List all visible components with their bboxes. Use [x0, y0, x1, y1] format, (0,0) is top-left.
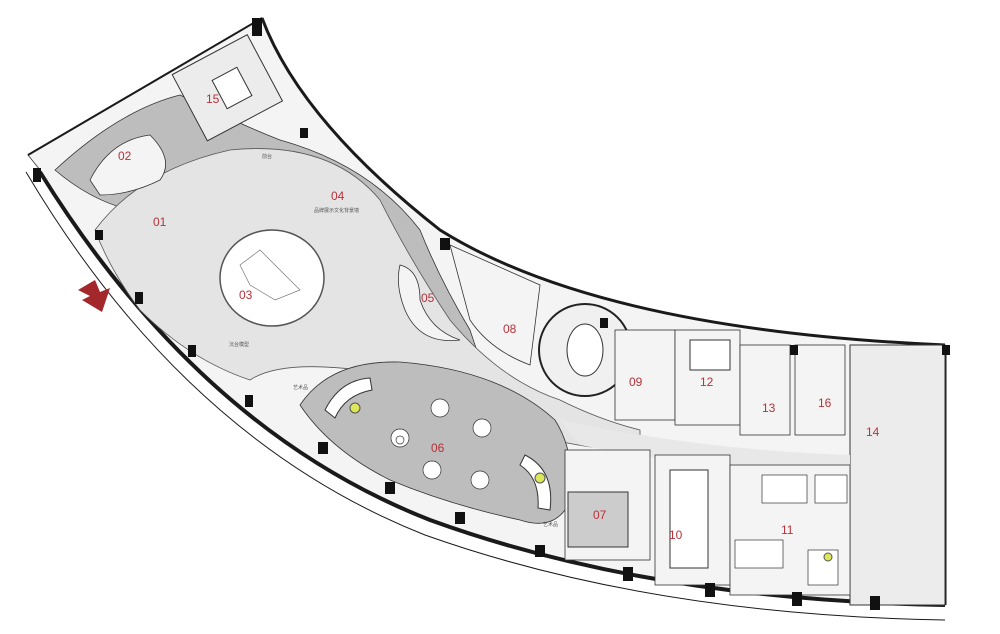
reception-desk-arc [324, 377, 373, 419]
room-label-14: 14 [866, 425, 880, 439]
room-label-06: 06 [431, 441, 445, 455]
room-label-02: 02 [118, 149, 132, 163]
sofa-arc [519, 454, 552, 511]
room-label-04: 04 [331, 189, 345, 203]
cafe-tables [390, 398, 492, 490]
outer-glazing [25, 171, 946, 621]
room-09 [614, 329, 676, 421]
entrance-arrow-icon [78, 280, 110, 312]
model-sketch [239, 249, 301, 301]
inner-facade [260, 17, 946, 347]
bench-05 [397, 264, 461, 342]
room-label-05: 05 [421, 291, 435, 305]
model-oval-03 [219, 229, 325, 327]
room-label-10: 10 [669, 528, 683, 542]
room-label-15: 15 [206, 92, 220, 106]
note-brand-wall: 品牌展示文化背景墙 [314, 207, 359, 214]
boardroom-table [669, 469, 709, 569]
desks-11 [734, 474, 848, 586]
plant [823, 552, 833, 562]
room-label-01: 01 [153, 215, 167, 229]
room-label-09: 09 [629, 375, 643, 389]
plant [349, 402, 361, 414]
columns [33, 18, 950, 610]
note-reception: 前台 [262, 153, 272, 160]
lounge-02 [89, 134, 167, 196]
room-label-07: 07 [593, 508, 607, 522]
top-left-wall [27, 17, 263, 156]
plant [534, 472, 546, 484]
table-15 [211, 66, 253, 110]
note-art-2: 艺术品 [543, 521, 558, 528]
stair-07 [567, 491, 629, 548]
lobby-01-floor [94, 148, 641, 451]
note-art-1: 艺术品 [293, 384, 308, 391]
room-label-13: 13 [762, 401, 776, 415]
room-label-16: 16 [818, 396, 832, 410]
room-14 [849, 344, 946, 606]
corridor [560, 420, 850, 470]
note-model: 沉台模型 [229, 341, 249, 348]
room-label-12: 12 [700, 375, 714, 389]
room-08 [449, 244, 541, 366]
room-label-11: 11 [781, 523, 794, 537]
room-label-08: 08 [503, 322, 517, 336]
room-16 [794, 344, 846, 436]
room-13 [739, 344, 791, 436]
room-label-03: 03 [239, 288, 253, 302]
round-table [566, 323, 604, 377]
desk-12 [689, 339, 731, 371]
